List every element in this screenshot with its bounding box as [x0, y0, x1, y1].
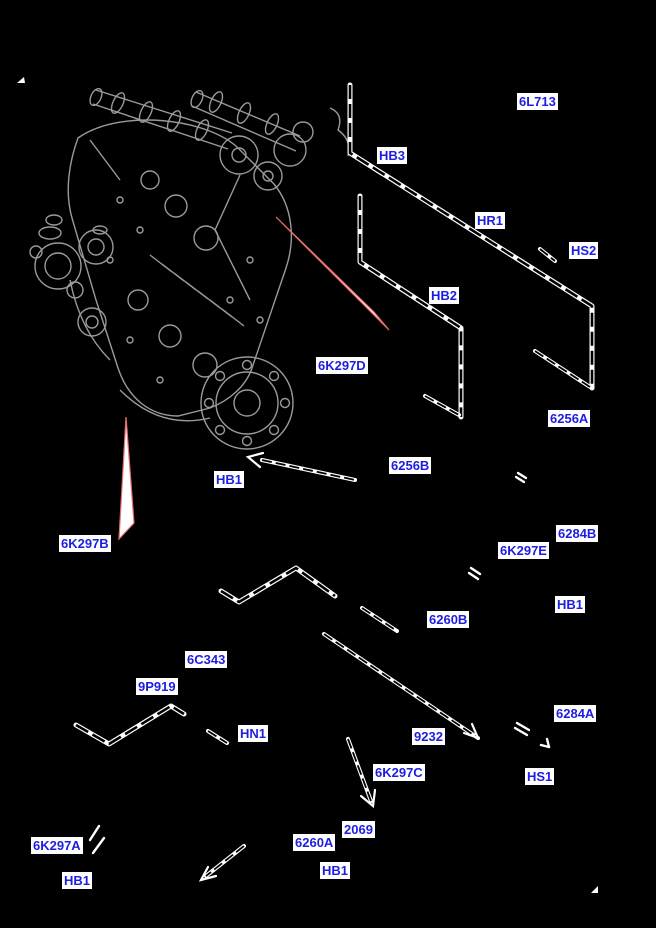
part-label-6284B-10[interactable]: 6284B: [556, 525, 599, 542]
clamp-mark-6K297A: [88, 824, 106, 855]
leader-arrow-bottom-center: [198, 844, 246, 882]
clamp-mark-6K297E: [467, 566, 482, 581]
part-label-6C343-14[interactable]: 6C343: [185, 651, 228, 668]
part-label-6260B-13[interactable]: 6260B: [427, 611, 470, 628]
part-label-6K297E-11[interactable]: 6K297E: [498, 542, 549, 559]
part-label-HB1-12[interactable]: HB1: [555, 596, 586, 613]
clamp-mark-HS1: [539, 737, 551, 749]
tube-9P919[interactable]: [73, 703, 187, 747]
clamp-mark-6256B: [514, 471, 528, 484]
tube-6260B[interactable]: [218, 565, 338, 605]
part-label-HB3-1[interactable]: HB3: [377, 147, 408, 164]
hose-segment-6260B[interactable]: [360, 606, 399, 633]
part-label-HS1-20[interactable]: HS1: [525, 768, 555, 785]
leader-pointer-6256B: [423, 394, 461, 417]
tube-HB3-HR1[interactable]: [347, 82, 595, 391]
part-label-HB1-24[interactable]: HB1: [320, 862, 351, 879]
part-label-6284A-18[interactable]: 6284A: [554, 705, 597, 722]
part-label-HB1-25[interactable]: HB1: [62, 872, 93, 889]
part-label-HB1-8[interactable]: HB1: [214, 471, 245, 488]
leader-arrow-6K297C: [346, 737, 377, 809]
engine-line-art: [29, 87, 350, 450]
part-label-HN1-16[interactable]: HN1: [238, 725, 269, 742]
part-label-6260A-22[interactable]: 6260A: [293, 834, 336, 851]
hose-segment-HN1[interactable]: [206, 729, 229, 745]
part-label-6K297A-23[interactable]: 6K297A: [31, 837, 83, 854]
part-label-9P919-15[interactable]: 9P919: [136, 678, 178, 695]
part-label-6256A-6[interactable]: 6256A: [548, 410, 591, 427]
part-label-6256B-7[interactable]: 6256B: [389, 457, 432, 474]
pointer-wedge-6K297D: [275, 216, 390, 331]
clamp-mark-6284A: [513, 721, 531, 737]
hose-segment-HS2[interactable]: [538, 247, 557, 263]
part-label-2069-21[interactable]: 2069: [342, 821, 375, 838]
part-label-6K297C-19[interactable]: 6K297C: [373, 764, 425, 781]
part-label-6L713-0[interactable]: 6L713: [517, 93, 558, 110]
tube-HB2[interactable]: [357, 193, 464, 420]
leader-arrow-9232: [322, 632, 481, 740]
part-label-HS2-3[interactable]: HS2: [569, 242, 599, 259]
leader-pointer-6256A: [533, 349, 592, 389]
part-label-6K297B-9[interactable]: 6K297B: [59, 535, 111, 552]
pointer-wedge-6K297B: [118, 416, 135, 541]
part-label-9232-17[interactable]: 9232: [412, 728, 445, 745]
part-label-6K297D-5[interactable]: 6K297D: [316, 357, 368, 374]
leader-arrow-HB1-mid: [245, 451, 357, 482]
part-label-HR1-2[interactable]: HR1: [475, 212, 506, 229]
arrowhead-top-left: [17, 77, 25, 83]
part-label-HB2-4[interactable]: HB2: [429, 287, 460, 304]
arrowhead-bottom-right: [591, 886, 598, 893]
